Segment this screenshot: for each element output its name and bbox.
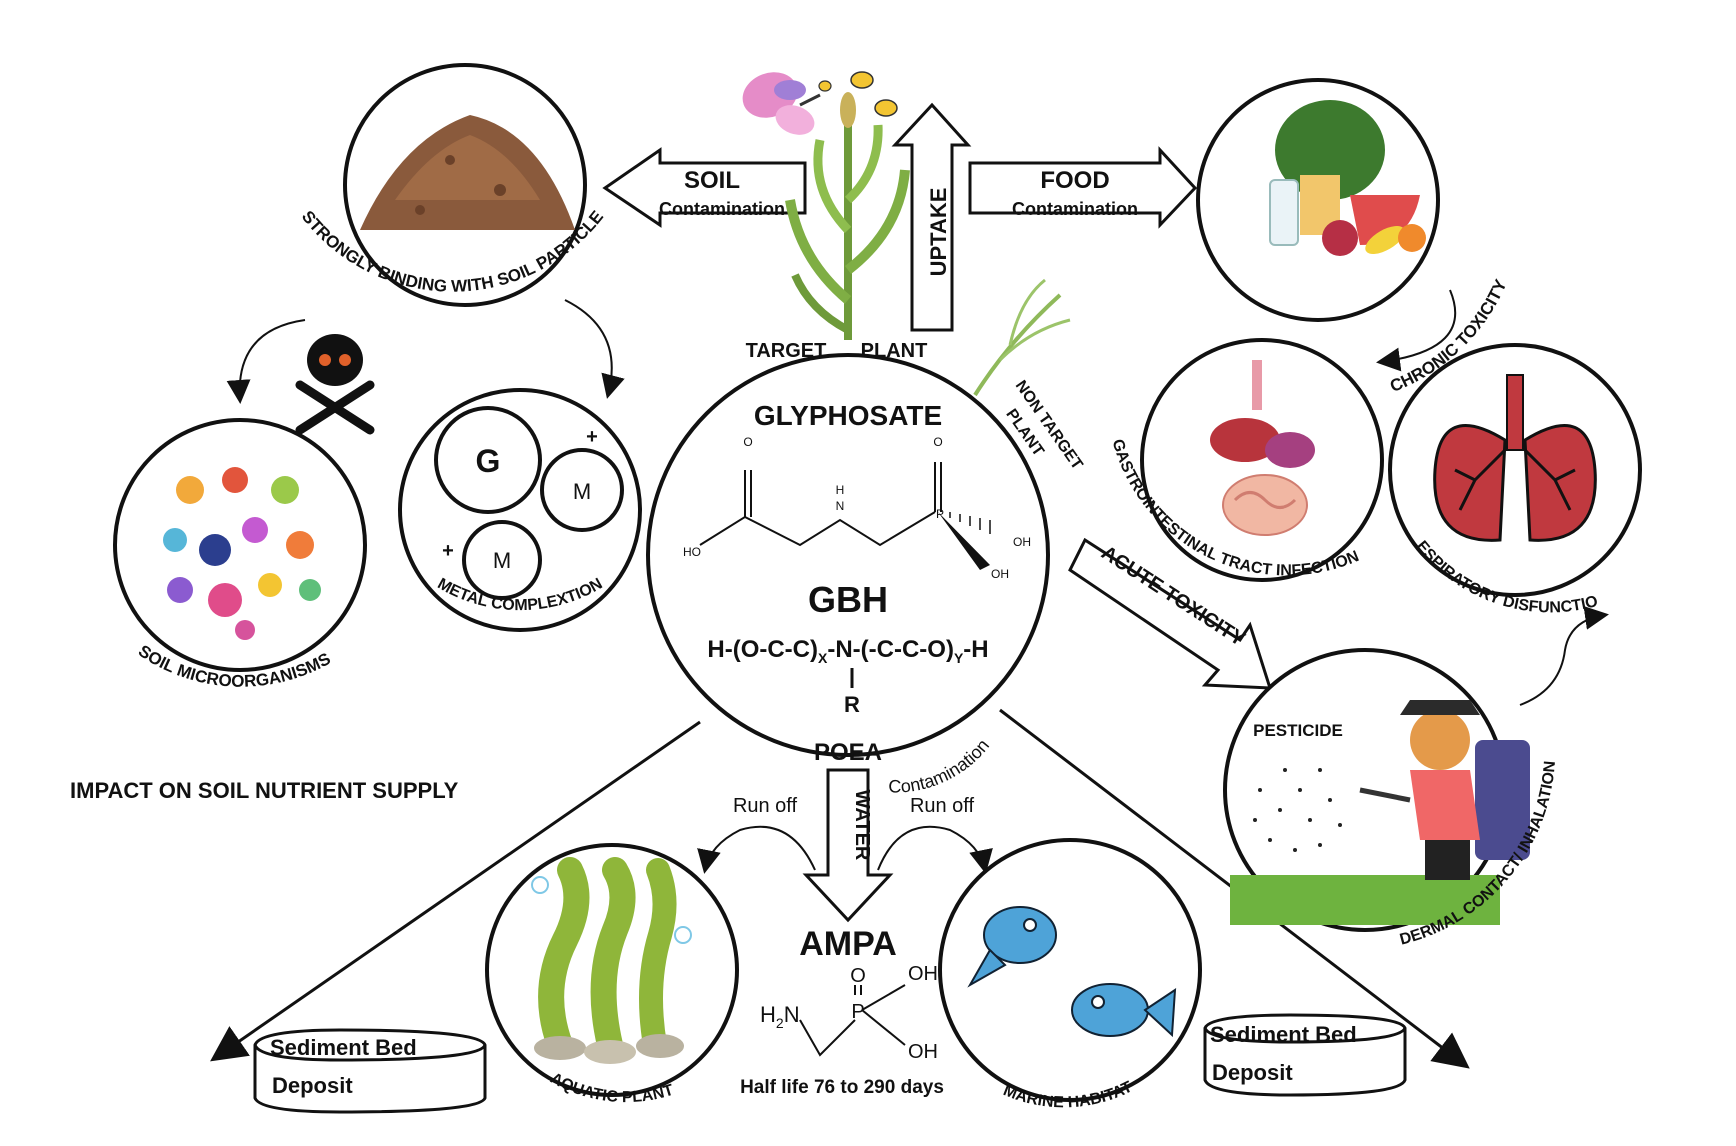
fish-illustration [967, 906, 1177, 1038]
formula-r: R [844, 692, 860, 717]
target-plant-label-1: TARGET [746, 340, 827, 362]
glyphosate-structure [699, 462, 942, 547]
target-plant-label-2: PLANT [861, 340, 928, 362]
hash-bond [949, 512, 991, 534]
soil-arrow-title: SOIL [684, 167, 740, 194]
corn-plant-illustration [785, 92, 910, 340]
metal-g-circle [434, 406, 542, 514]
glyphosate-circle [646, 353, 1050, 757]
farmer-spraying-illustration [1230, 700, 1530, 925]
seaweed-illustration [531, 857, 692, 1064]
metal-m-label-1: M [573, 479, 591, 504]
marine-habitat-circle [938, 838, 1202, 1102]
sediment-left [253, 1028, 487, 1114]
soil-arrow [602, 147, 807, 228]
metal-m-circle-2 [462, 520, 542, 600]
gi-circle [1140, 338, 1384, 582]
atom-o1: O [743, 435, 752, 449]
sediment-right [1203, 1013, 1407, 1097]
ampa-title: AMPA [799, 925, 897, 963]
soil-pile-illustration [360, 115, 575, 230]
dermal-to-respiratory-arrow [1519, 605, 1609, 706]
runoff-right-arrow [877, 825, 993, 874]
atom-ho: HO [683, 545, 701, 559]
gi-illustration [1210, 360, 1315, 536]
ampa-p: P [851, 1001, 864, 1023]
poea-label: POEA [814, 739, 882, 766]
bee-icon [818, 71, 898, 117]
wedge-bond [938, 512, 990, 570]
metal-m-label-2: M [493, 548, 511, 573]
food-arrow [968, 146, 1198, 229]
atom-p: P [936, 507, 944, 521]
butterfly-icon [742, 72, 821, 135]
metal-g-label: G [476, 443, 501, 479]
microorganisms-illustration [163, 467, 321, 640]
curved-arrow-left [226, 319, 306, 404]
atom-o2: O [933, 435, 942, 449]
ampa-oh1: OH [908, 963, 938, 985]
ampa-structure [799, 984, 906, 1057]
runoff-right-label: Run off [910, 795, 975, 817]
soil-arrow-sub: Contamination [659, 199, 785, 219]
atom-oh1: OH [1013, 535, 1031, 549]
food-illustration [1269, 100, 1426, 256]
skull-crossbones-icon [295, 334, 375, 435]
impact-label: IMPACT ON SOIL NUTRIENT SUPPLY [70, 778, 459, 803]
runoff-left-label: Run off [733, 795, 798, 817]
left-fan-line [210, 720, 701, 1062]
metal-plus-2: + [442, 540, 454, 562]
glyphosate-title: GLYPHOSATE [754, 400, 942, 431]
pesticide-label: PESTICIDE [1253, 721, 1343, 740]
water-arrow [802, 768, 894, 923]
metal-plus-1: + [586, 426, 598, 448]
runoff-left-arrow [697, 825, 816, 874]
water-label: WATER [851, 790, 873, 861]
half-life-label: Half life 76 to 290 days [740, 1077, 944, 1098]
food-arrow-title: FOOD [1040, 167, 1109, 194]
atom-n: N [836, 499, 845, 513]
non-target-plant-illustration [973, 278, 1071, 397]
atom-h: H [836, 483, 845, 497]
ampa-oh2: OH [908, 1041, 938, 1063]
ampa-h2n: H2N [760, 1002, 800, 1031]
atom-oh2: OH [991, 567, 1009, 581]
gbh-title: GBH [808, 579, 888, 620]
uptake-arrow [891, 102, 972, 332]
ampa-o: O [850, 965, 866, 987]
acute-toxicity-arrow [1068, 537, 1273, 690]
lungs-icon [1433, 374, 1597, 542]
chronic-curved-arrow [1376, 289, 1457, 372]
metal-m-circle-1 [540, 448, 624, 532]
respiratory-circle [1388, 343, 1642, 597]
curved-arrow-right [564, 299, 625, 399]
microorganisms-circle [113, 418, 367, 672]
uptake-label: UPTAKE [926, 188, 951, 277]
gbh-formula: H-(O-C-C)X-N-(-C-C-O)Y-H [707, 636, 988, 666]
food-arrow-sub: Contamination [1012, 199, 1138, 219]
